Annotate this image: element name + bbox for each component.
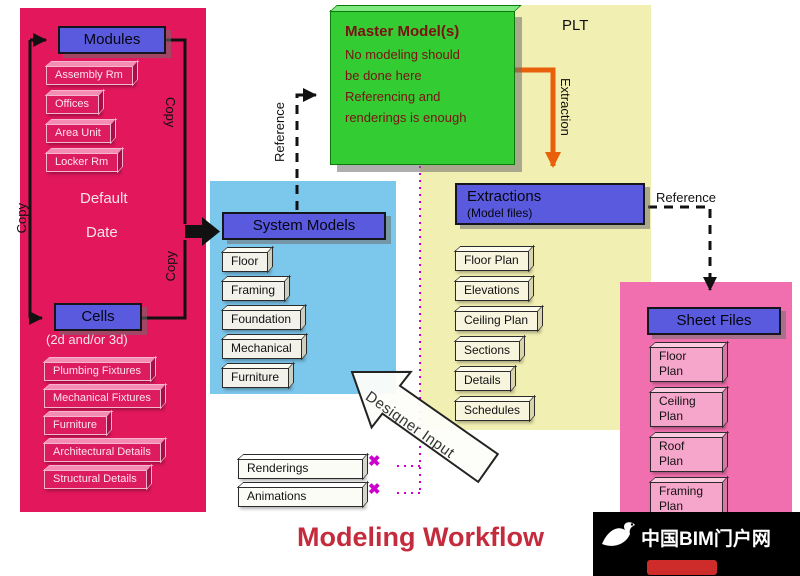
sheet-item-line: Floor [659, 349, 687, 363]
master-model-box: Master Model(s) No modeling should be do… [330, 10, 515, 165]
copy-label-bottom: Copy [163, 251, 178, 282]
list-item: Roof Plan [650, 436, 724, 472]
system-models-header: System Models [222, 212, 386, 240]
sheet-item-line: Roof [659, 439, 685, 453]
sheet-item-line: Ceiling [659, 394, 696, 408]
list-item: Floor Plan [650, 346, 724, 382]
sheet-item-line: Plan [659, 364, 684, 378]
sheet-files-header-label: Sheet Files [676, 312, 752, 329]
list-item: Area Unit [46, 123, 112, 143]
list-item: Furniture [222, 367, 291, 388]
brand-bar: 中国BIM门户网 [593, 512, 800, 576]
list-item: Floor [222, 251, 270, 272]
list-item: Framing [222, 280, 287, 301]
plt-label: PLT [562, 17, 589, 34]
copy-label-top: Copy [163, 97, 178, 128]
list-item: Furniture [44, 415, 109, 435]
cells-list: Plumbing Fixtures Mechanical Fixtures Fu… [44, 356, 162, 489]
extractions-subheader: (Model files) [467, 206, 533, 220]
modules-header: Modules [58, 26, 166, 54]
list-item: Architectural Details [44, 442, 162, 462]
renderings-box: Renderings [238, 458, 364, 479]
list-item: Assembly Rm [46, 65, 134, 85]
animations-box: Animations [238, 486, 364, 507]
cells-subheader: (2d and/or 3d) [46, 332, 128, 347]
modules-header-label: Modules [83, 31, 141, 48]
extractions-header-label: Extractions [467, 188, 542, 205]
sheet-item-line: Plan [659, 499, 684, 513]
sheet-item-line: Plan [659, 454, 684, 468]
brand-name: 中国BIM门户网 [641, 529, 771, 550]
list-item: Elevations [455, 280, 531, 301]
list-item: Mechanical [222, 338, 303, 359]
default-label-line2: Date [86, 224, 118, 241]
list-item: Ceiling Plan [455, 310, 540, 331]
cells-header-label: Cells [81, 308, 115, 325]
list-item: Schedules [455, 400, 532, 421]
page-title: Modeling Workflow [297, 522, 544, 552]
list-item: Sections [455, 340, 522, 361]
sheet-files-header: Sheet Files [647, 307, 781, 335]
list-item: Foundation [222, 309, 303, 330]
sheet-item-line: Plan [659, 409, 684, 423]
sheet-files-list: Floor Plan Ceiling Plan Roof Plan Framin… [650, 341, 724, 517]
list-item: Mechanical Fixtures [44, 388, 162, 408]
footer-red-badge [647, 560, 717, 575]
list-item: Details [455, 370, 512, 391]
extractions-header: Extractions (Model files) [455, 183, 645, 225]
master-model-title: Master Model(s) [345, 23, 460, 40]
bird-logo-icon [602, 522, 635, 546]
animations-cross-icon: ✖ [368, 481, 381, 498]
master-model-text: Referencing and [345, 89, 441, 104]
list-item: Floor Plan [455, 250, 530, 271]
modules-list: Assembly Rm Offices Area Unit Locker Rm [46, 60, 134, 172]
list-item: Framing Plan [650, 481, 724, 517]
sheet-item-line: Framing [659, 484, 704, 498]
master-model-text: be done here [345, 68, 422, 83]
list-item: Ceiling Plan [650, 391, 724, 427]
renderings-cross-icon: ✖ [368, 453, 381, 470]
copy-label-left: Copy [14, 203, 29, 234]
system-models-header-label: System Models [252, 217, 356, 234]
list-item: Plumbing Fixtures [44, 361, 153, 381]
master-model-text: No modeling should [345, 47, 460, 62]
list-item: Offices [46, 94, 101, 114]
master-model-text: renderings is enough [345, 110, 467, 125]
reference-label-left: Reference [272, 102, 287, 162]
reference-label-right: Reference [656, 190, 716, 205]
default-label-line1: Default [80, 190, 128, 207]
extractions-list: Floor Plan Elevations Ceiling Plan Secti… [455, 245, 540, 421]
system-models-list: Floor Framing Foundation Mechanical Furn… [222, 246, 303, 388]
extraction-label: Extraction [558, 78, 573, 136]
cells-header: Cells [54, 303, 142, 331]
list-item: Structural Details [44, 469, 148, 489]
list-item: Locker Rm [46, 152, 120, 172]
